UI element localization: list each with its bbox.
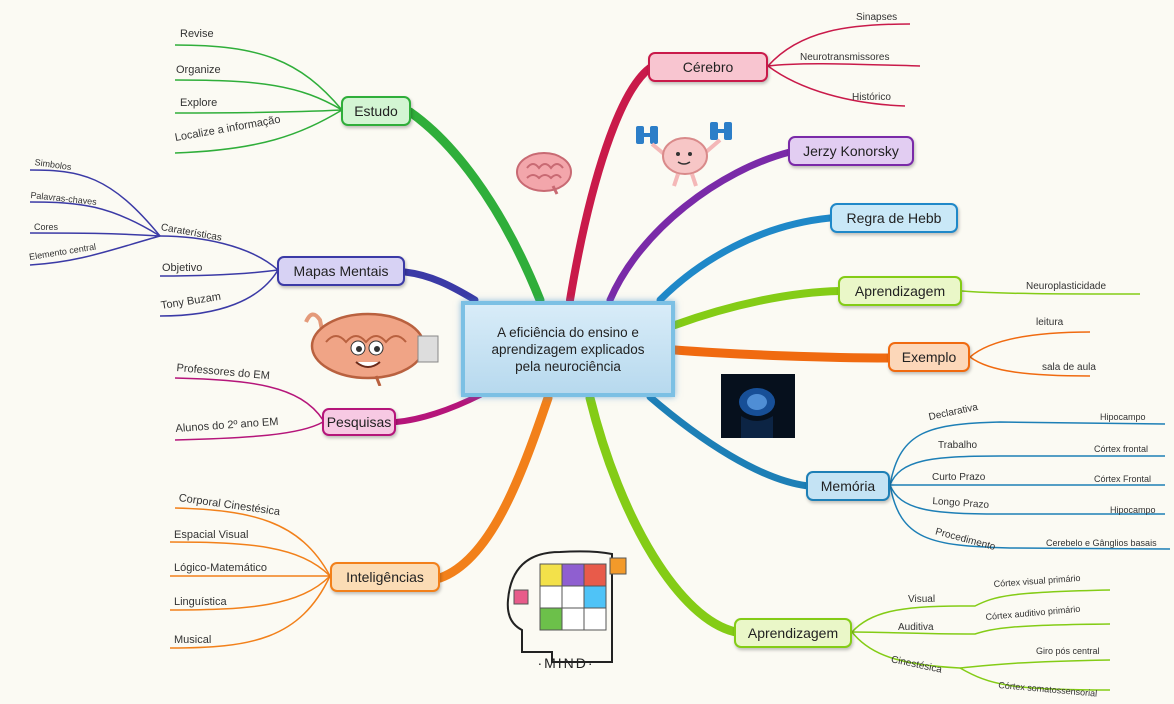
node-jerzy-konorsky[interactable]: Jerzy Konorsky — [788, 136, 914, 166]
node-cerebro[interactable]: Cérebro — [648, 52, 768, 82]
leaf-hipocampo-2[interactable]: Hipocampo — [1110, 505, 1156, 515]
leaf-linguistica[interactable]: Linguística — [174, 596, 227, 608]
leaf-cores[interactable]: Cores — [34, 222, 59, 232]
leaf-auditiva[interactable]: Auditiva — [898, 622, 934, 633]
node-mapas-mentais[interactable]: Mapas Mentais — [277, 256, 405, 286]
leaf-leitura[interactable]: leitura — [1036, 317, 1064, 328]
node-pesquisas-label: Pesquisas — [326, 414, 392, 430]
node-cerebro-label: Cérebro — [682, 59, 734, 75]
leaf-visual[interactable]: Visual — [908, 594, 936, 605]
leaf-objetivo[interactable]: Objetivo — [162, 262, 203, 274]
node-aprend-top-label: Aprendizagem — [854, 283, 946, 299]
leaf-historico[interactable]: Histórico — [852, 92, 891, 103]
node-jerzy-label: Jerzy Konorsky — [803, 143, 899, 159]
brain-illustration-icon — [516, 152, 572, 195]
node-estudo[interactable]: Estudo — [341, 96, 411, 126]
leaf-hipocampo-1[interactable]: Hipocampo — [1100, 412, 1146, 422]
node-estudo-label: Estudo — [354, 103, 398, 119]
leaf-neuroplasticidade[interactable]: Neuroplasticidade — [1026, 281, 1107, 292]
node-exemplo-label: Exemplo — [901, 349, 957, 365]
node-aprend-bottom-label: Aprendizagem — [747, 625, 839, 641]
node-inteligencias-label: Inteligências — [346, 569, 424, 585]
leaf-giro-pos-central[interactable]: Giro pós central — [1036, 646, 1100, 656]
cartoon-brain-icon — [304, 312, 439, 386]
central-topic-line1: A eficiência do ensino e — [497, 324, 639, 340]
node-mapas-label: Mapas Mentais — [293, 263, 389, 279]
central-topic-line3: pela neurociência — [515, 358, 621, 374]
leaf-organize[interactable]: Organize — [176, 64, 221, 76]
central-topic[interactable]: A eficiência do ensino e aprendizagem ex… — [461, 301, 675, 397]
leaf-logico[interactable]: Lógico-Matemático — [174, 562, 267, 574]
central-topic-line2: aprendizagem explicados — [491, 341, 645, 357]
node-hebb-label: Regra de Hebb — [846, 210, 942, 226]
leaf-cortex-frontal-2[interactable]: Córtex Frontal — [1094, 474, 1152, 484]
leaf-explore[interactable]: Explore — [180, 97, 218, 109]
glowing-brain-photo — [721, 374, 795, 438]
node-inteligencias[interactable]: Inteligências — [330, 562, 440, 592]
node-aprendizagem-bottom[interactable]: Aprendizagem — [734, 618, 852, 648]
leaf-espacial[interactable]: Espacial Visual — [174, 529, 249, 541]
leaf-sala-de-aula[interactable]: sala de aula — [1042, 362, 1096, 373]
node-pesquisas[interactable]: Pesquisas — [322, 408, 396, 436]
leaf-cerebelo[interactable]: Cerebelo e Gânglios basais — [1046, 538, 1157, 548]
leaf-trabalho[interactable]: Trabalho — [938, 440, 978, 451]
leaf-neurotransmissores[interactable]: Neurotransmissores — [800, 52, 890, 63]
leaf-cortex-frontal-1[interactable]: Córtex frontal — [1094, 444, 1149, 454]
node-aprendizagem-top[interactable]: Aprendizagem — [838, 276, 962, 306]
leaf-curto-prazo[interactable]: Curto Prazo — [932, 472, 986, 483]
weightlifting-brain-icon — [636, 122, 732, 187]
node-memoria-label: Memória — [820, 478, 876, 494]
node-memoria[interactable]: Memória — [806, 471, 890, 501]
leaf-sinapses[interactable]: Sinapses — [856, 12, 898, 23]
leaf-musical[interactable]: Musical — [174, 634, 212, 646]
mind-label: ·MIND· — [537, 655, 594, 671]
node-regra-de-hebb[interactable]: Regra de Hebb — [830, 203, 958, 233]
leaf-revise[interactable]: Revise — [180, 28, 214, 40]
node-exemplo[interactable]: Exemplo — [888, 342, 970, 372]
puzzle-head-mind-icon: ·MIND· — [506, 550, 627, 671]
